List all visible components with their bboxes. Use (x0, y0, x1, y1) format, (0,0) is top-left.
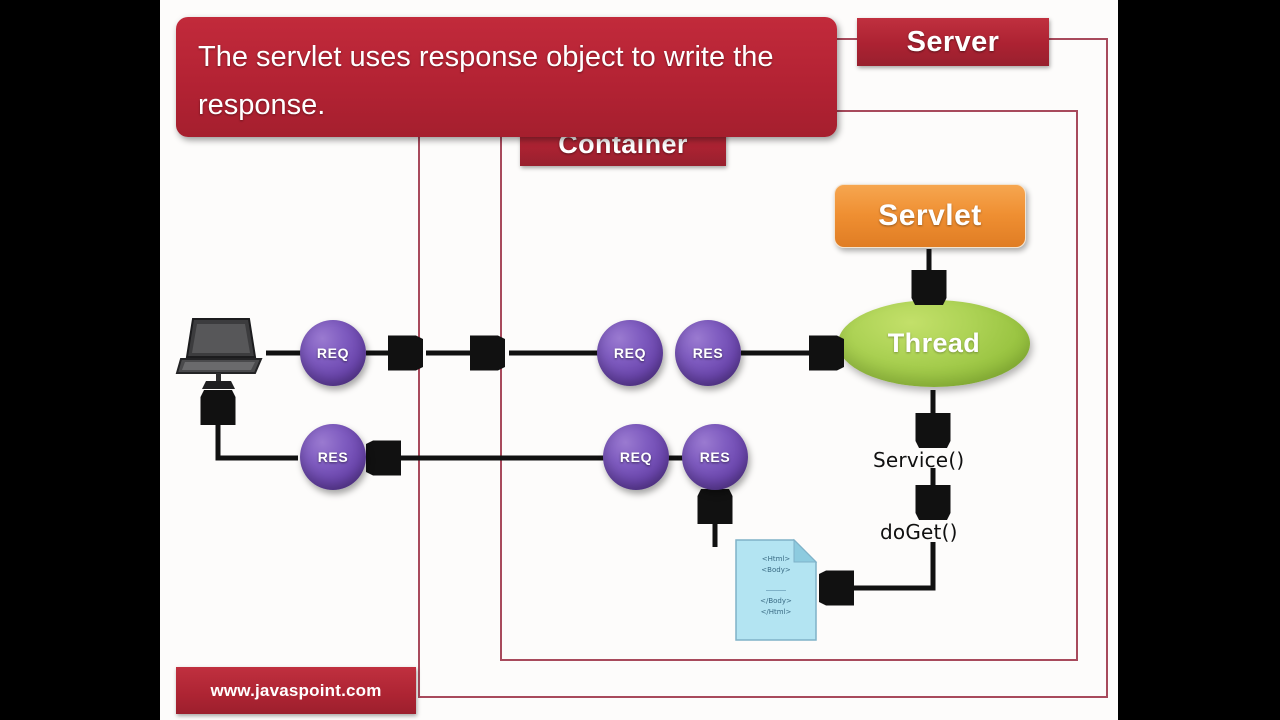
thread-node[interactable]: Thread (838, 300, 1030, 387)
arrow-resclient-to-client (218, 398, 298, 461)
sphere-res-container-out[interactable]: RES (682, 424, 748, 490)
html-doc-line-4: </Html> (760, 608, 792, 616)
callout-tooltip: The servlet uses response object to writ… (176, 17, 837, 137)
html-doc-line-1: <Html> (761, 555, 791, 563)
diagram-canvas: REQ RES REQ RES REQ RES Servlet Thread S… (160, 0, 1118, 720)
server-label: Server (857, 18, 1049, 66)
sphere-req-container-out[interactable]: REQ (603, 424, 669, 490)
html-document-icon: <Html> <Body> </Body> </Html> (732, 538, 820, 642)
html-doc-line-3: </Body> (760, 597, 792, 605)
sphere-req-container-in[interactable]: REQ (597, 320, 663, 386)
laptop-icon (175, 318, 263, 389)
html-doc-line-2: <Body> (761, 566, 791, 574)
sphere-req-client[interactable]: REQ (300, 320, 366, 386)
html-doc-divider (766, 590, 786, 591)
watermark: www.javaspoint.com (176, 667, 416, 714)
servlet-node[interactable]: Servlet (834, 184, 1026, 248)
sphere-res-client[interactable]: RES (300, 424, 366, 490)
service-method-label: Service() (873, 448, 965, 472)
doget-method-label: doGet() (880, 520, 958, 544)
sphere-res-container-in[interactable]: RES (675, 320, 741, 386)
